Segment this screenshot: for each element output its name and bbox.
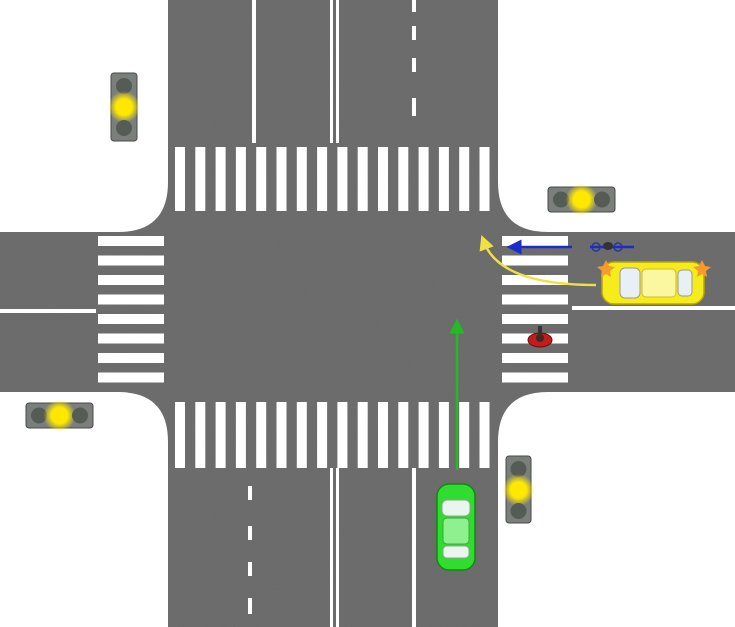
crosswalk-stripe [256, 147, 267, 211]
crosswalk-stripe [98, 294, 164, 305]
crosswalk-south [175, 402, 490, 468]
north-center-line-b [336, 0, 339, 143]
crosswalk-stripe [98, 275, 164, 285]
pedestrian-legs [538, 326, 542, 336]
turn-signal-front-icon [597, 260, 615, 277]
lamp-yellow-active [51, 407, 68, 424]
corner-nw [118, 182, 168, 232]
cyclist [590, 242, 634, 252]
crosswalk-stripe [215, 402, 226, 468]
crosswalk-stripe [276, 402, 287, 468]
crosswalk-stripe [357, 402, 368, 468]
crosswalk-stripe [459, 147, 470, 211]
green-car-rear-window [442, 545, 470, 559]
lamp-yellow-active [116, 99, 132, 115]
traffic-light-south-west [25, 399, 94, 432]
crosswalk-stripe [256, 402, 267, 468]
lamp-right [594, 191, 610, 208]
yellow-car-roof [641, 268, 677, 298]
crosswalk-stripe [502, 294, 568, 305]
traffic-light-north-west [108, 72, 140, 142]
crosswalk-stripe [98, 314, 164, 324]
crosswalk-stripe [98, 333, 164, 344]
corner-sw [118, 392, 168, 442]
corner-se [498, 392, 548, 442]
yellow-car-rear-window [677, 269, 693, 297]
crosswalk-stripe [215, 147, 226, 211]
crosswalk-stripe [502, 314, 568, 324]
crosswalk-stripe [195, 402, 206, 468]
crosswalk-stripe [502, 236, 568, 246]
traffic-light-south-east [502, 455, 535, 524]
north-lane-line-left [252, 0, 256, 143]
crosswalk-north [175, 147, 490, 211]
south-center-line-b [336, 468, 339, 627]
crosswalk-stripe [459, 402, 470, 468]
crosswalk-stripe [175, 402, 185, 468]
crosswalk-stripe [235, 402, 246, 468]
lamp-bottom [510, 503, 527, 519]
crosswalk-stripe [98, 255, 164, 266]
lamp-left [31, 407, 47, 424]
lamp-bottom [116, 120, 132, 136]
crosswalk-stripe [378, 402, 388, 468]
traffic-light-north-east [547, 183, 616, 216]
crosswalk-stripe [479, 147, 490, 211]
green-car [436, 483, 476, 571]
pedestrian [527, 326, 553, 348]
crosswalk-stripe [195, 147, 206, 211]
yellow-car-turn-arrow [479, 234, 597, 287]
crosswalk-stripe [378, 147, 388, 211]
cyclist-rider [603, 242, 613, 250]
crosswalk-stripe [357, 147, 368, 211]
crosswalk-stripe [438, 402, 449, 468]
crosswalk-stripe [317, 147, 328, 211]
yellow-car-windshield [619, 267, 641, 299]
crosswalk-stripe [317, 402, 328, 468]
crosswalk-stripe [235, 147, 246, 211]
green-car-roof [442, 517, 470, 545]
crosswalk-west [98, 236, 164, 383]
crosswalk-stripe [479, 402, 490, 468]
lamp-top [116, 78, 132, 94]
crosswalk-stripe [398, 147, 409, 211]
crosswalk-stripe [502, 353, 568, 363]
lamp-right [72, 407, 88, 424]
crosswalk-stripe [418, 402, 429, 468]
crosswalk-stripe [418, 147, 429, 211]
yellow-car [597, 260, 711, 305]
lamp-yellow-active [510, 482, 527, 498]
east-center-line [572, 306, 735, 310]
north-dashed-line [412, 0, 416, 116]
lamp-top [510, 461, 527, 477]
crosswalk-stripe [502, 372, 568, 383]
corner-ne [498, 182, 548, 232]
crosswalk-stripe [398, 402, 409, 468]
crosswalk-stripe [98, 372, 164, 383]
north-center-line-a [330, 0, 333, 143]
crosswalk-stripe [438, 147, 449, 211]
crosswalk-stripe [98, 353, 164, 363]
lamp-left [553, 191, 569, 208]
crosswalk-stripe [337, 402, 348, 468]
crosswalk-stripe [337, 147, 348, 211]
south-center-line-a [330, 468, 333, 627]
crosswalk-stripe [296, 147, 307, 211]
south-dashed-line [248, 486, 252, 614]
south-lane-line-right [412, 468, 416, 627]
crosswalk-stripe [502, 255, 568, 266]
crosswalk-stripe [276, 147, 287, 211]
green-car-windshield [441, 499, 471, 517]
west-center-line [0, 309, 96, 313]
lamp-yellow-active [573, 191, 590, 208]
crosswalk-stripe [175, 147, 185, 211]
crosswalk-stripe [98, 236, 164, 246]
crosswalk-stripe [296, 402, 307, 468]
turn-signal-rear-icon [693, 260, 711, 277]
